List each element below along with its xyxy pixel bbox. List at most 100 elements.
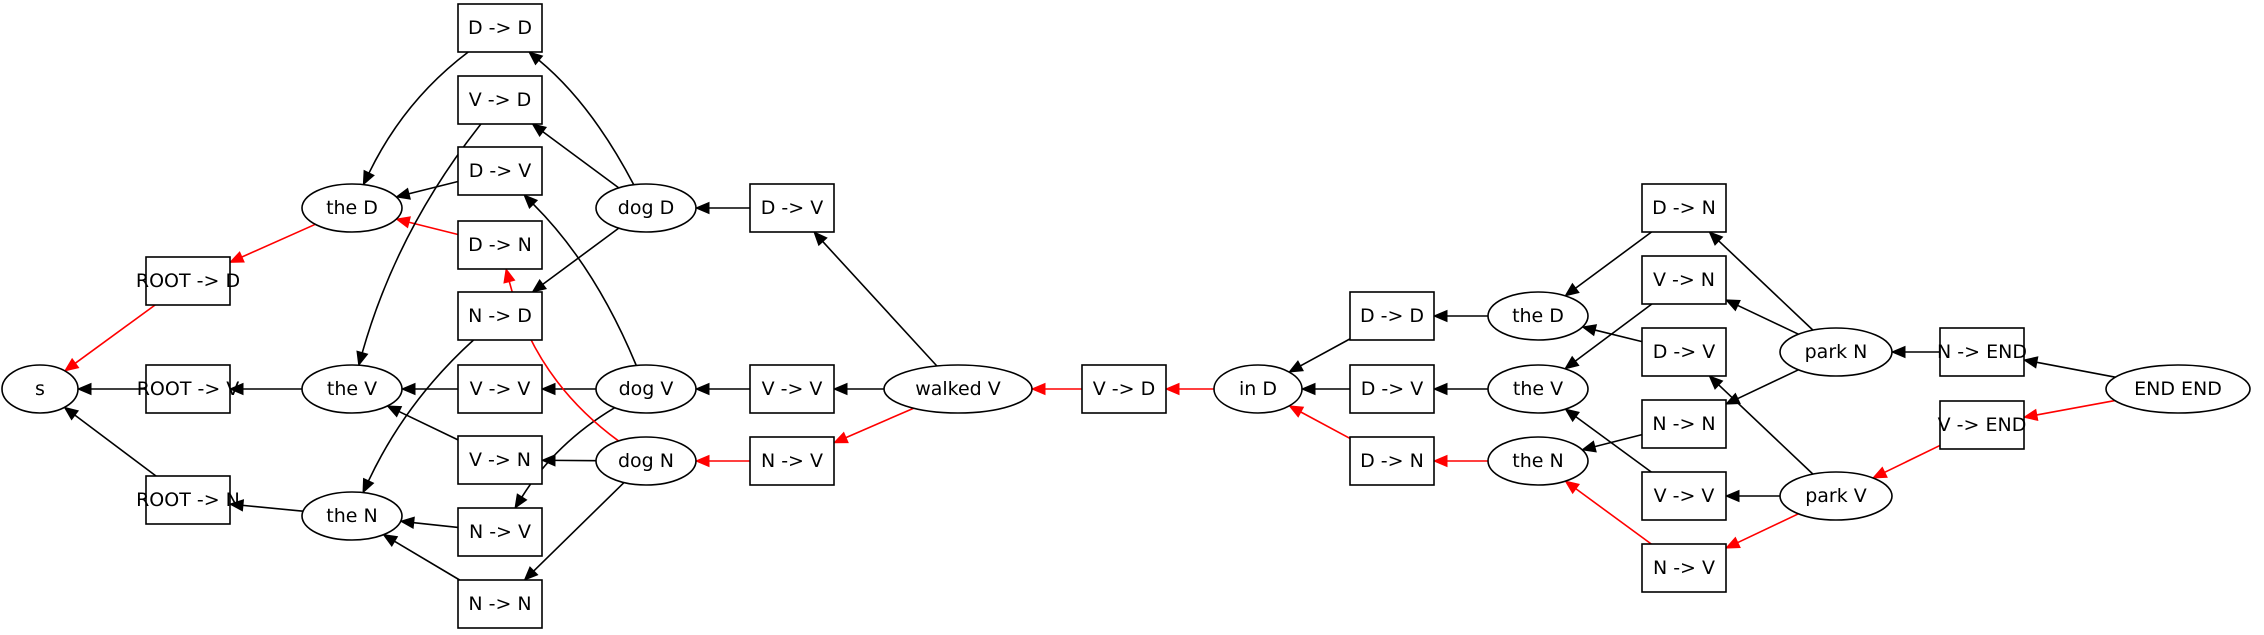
node-label: park V	[1805, 485, 1867, 507]
edge-dog_v-to-nv1	[514, 407, 616, 510]
arrowhead-icon	[1288, 360, 1304, 373]
node-label: ROOT -> D	[136, 270, 240, 292]
node-label: V -> V	[762, 378, 823, 400]
edge-dd1-to-the_d1	[362, 51, 469, 186]
node-shape	[1641, 399, 1727, 449]
edge-the_d2-to-dd4	[1432, 309, 1488, 323]
transition-node-vv5: V -> V	[1641, 471, 1727, 521]
edge-line	[2036, 361, 2116, 378]
node-label: N -> N	[468, 593, 531, 615]
transition-node-nv2: N -> V	[749, 436, 835, 486]
arrowhead-icon	[694, 454, 710, 468]
node-label: the N	[1512, 450, 1563, 472]
arrowhead-icon	[531, 278, 548, 293]
node-shape	[1939, 400, 2025, 450]
edge-line	[74, 414, 157, 477]
node-label: D -> N	[1652, 197, 1716, 219]
edge-line	[368, 51, 469, 174]
node-label: D -> V	[1653, 341, 1715, 363]
state-node-the_n2: the N	[1487, 436, 1589, 486]
node-shape	[457, 435, 543, 485]
edge-line	[394, 540, 461, 581]
edge-nd1-to-the_n1	[362, 339, 475, 494]
arrowhead-icon	[1030, 382, 1046, 396]
edge-end_end-to-v_end	[2022, 399, 2116, 421]
node-shape	[457, 220, 543, 270]
transition-node-nn5: N -> N	[1641, 399, 1727, 449]
node-shape	[1081, 364, 1167, 414]
edge-park_n-to-vn5	[1724, 299, 1799, 335]
transition-node-dn1: D -> N	[457, 220, 543, 270]
transition-node-vd1: V -> D	[457, 75, 543, 125]
node-label: N -> V	[761, 450, 823, 472]
edge-line	[1575, 231, 1653, 289]
transition-node-dd4: D -> D	[1349, 291, 1435, 341]
arrowhead-icon	[540, 454, 556, 467]
arrowhead-icon	[694, 201, 710, 215]
arrowhead-icon	[1564, 408, 1580, 423]
arrowhead-icon	[356, 350, 369, 367]
node-shape	[1641, 327, 1727, 377]
node-shape	[1641, 255, 1727, 305]
edge-line	[538, 59, 635, 186]
edge-in_d-to-vd3	[1164, 382, 1214, 396]
state-node-the_d1: the D	[301, 183, 403, 233]
node-shape	[457, 291, 543, 341]
arrowhead-icon	[362, 477, 375, 494]
arrowhead-icon	[228, 499, 245, 512]
edge-dog_d-to-nd1	[531, 227, 620, 293]
edge-line	[408, 221, 459, 236]
transition-node-dn4: D -> N	[1349, 436, 1435, 486]
transition-node-dv5: D -> V	[1641, 327, 1727, 377]
edge-line	[408, 180, 459, 195]
arrowhead-icon	[386, 405, 403, 418]
arrowhead-icon	[1564, 282, 1580, 297]
edge-line	[845, 407, 915, 439]
arrowhead-icon	[228, 382, 244, 396]
node-label: V -> V	[470, 378, 531, 400]
state-node-end_end: END END	[2105, 364, 2251, 414]
node-shape	[595, 364, 697, 414]
node-label: N -> N	[1652, 413, 1715, 435]
node-label: V -> N	[1653, 269, 1715, 291]
transition-node-vv1: V -> V	[457, 364, 543, 414]
arrowhead-icon	[1708, 375, 1724, 390]
node-label: D -> V	[761, 197, 823, 219]
node-label: dog V	[619, 378, 674, 400]
node-shape	[1487, 291, 1589, 341]
arrowhead-icon	[1564, 355, 1580, 370]
edge-dog_n-to-vn1	[540, 454, 597, 467]
edge-dn5-to-the_d2	[1564, 231, 1653, 297]
node-shape	[595, 436, 697, 486]
arrowhead-icon	[399, 516, 415, 529]
node-label: ROOT -> N	[136, 489, 240, 511]
arrowhead-icon	[400, 382, 416, 396]
edge-line	[1884, 444, 1941, 474]
arrowhead-icon	[1724, 489, 1740, 503]
edge-dog_d-to-vd1	[531, 123, 620, 189]
transition-node-dv2: D -> V	[749, 183, 835, 233]
node-shape	[1641, 471, 1727, 521]
node-shape	[749, 183, 835, 233]
node-label: dog D	[618, 197, 674, 219]
arrowhead-icon	[76, 382, 92, 396]
edge-line	[1594, 329, 1643, 343]
node-shape	[457, 507, 543, 557]
edge-dv5-to-the_d2	[1581, 324, 1643, 343]
edge-line	[532, 203, 637, 366]
edge-walked_v-to-vv2	[832, 382, 884, 396]
node-shape	[457, 364, 543, 414]
edge-dv1-to-the_d1	[395, 180, 459, 200]
edge-root_d-to-s	[63, 304, 156, 372]
node-shape	[145, 475, 231, 525]
transition-node-vn1: V -> N	[457, 435, 543, 485]
edge-line	[1300, 338, 1351, 367]
node-label: in D	[1239, 378, 1277, 400]
edge-vv1-to-the_v1	[400, 382, 458, 396]
arrowhead-icon	[63, 357, 80, 372]
arrowhead-icon	[1871, 466, 1888, 479]
arrowhead-icon	[395, 216, 411, 229]
edge-nv2-to-dog_n	[694, 454, 750, 468]
arrowhead-icon	[362, 169, 375, 186]
